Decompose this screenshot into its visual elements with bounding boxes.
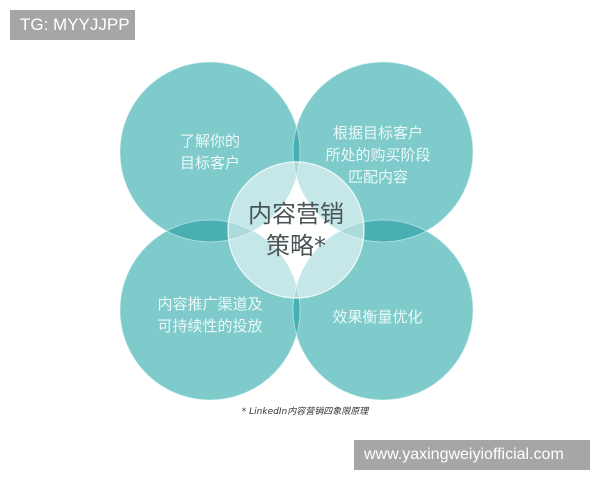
label-bottom-left: 内容推广渠道及 可持续性的投放	[157, 295, 263, 335]
label-top-left: 了解你的 目标客户	[179, 132, 240, 172]
center-circle	[227, 161, 365, 299]
watermark-top: TG: MYYJJPP	[10, 10, 135, 40]
watermark-bottom: www.yaxingweiyiofficial.com	[354, 440, 590, 470]
label-bottom-right: 效果衡量优化	[332, 308, 423, 326]
center-label: 内容营销 策略*	[248, 200, 344, 260]
label-top-right: 根据目标客户 所处的购买阶段 匹配内容	[325, 124, 431, 186]
caption: * LinkedIn内容营销四象限原理	[241, 407, 369, 417]
